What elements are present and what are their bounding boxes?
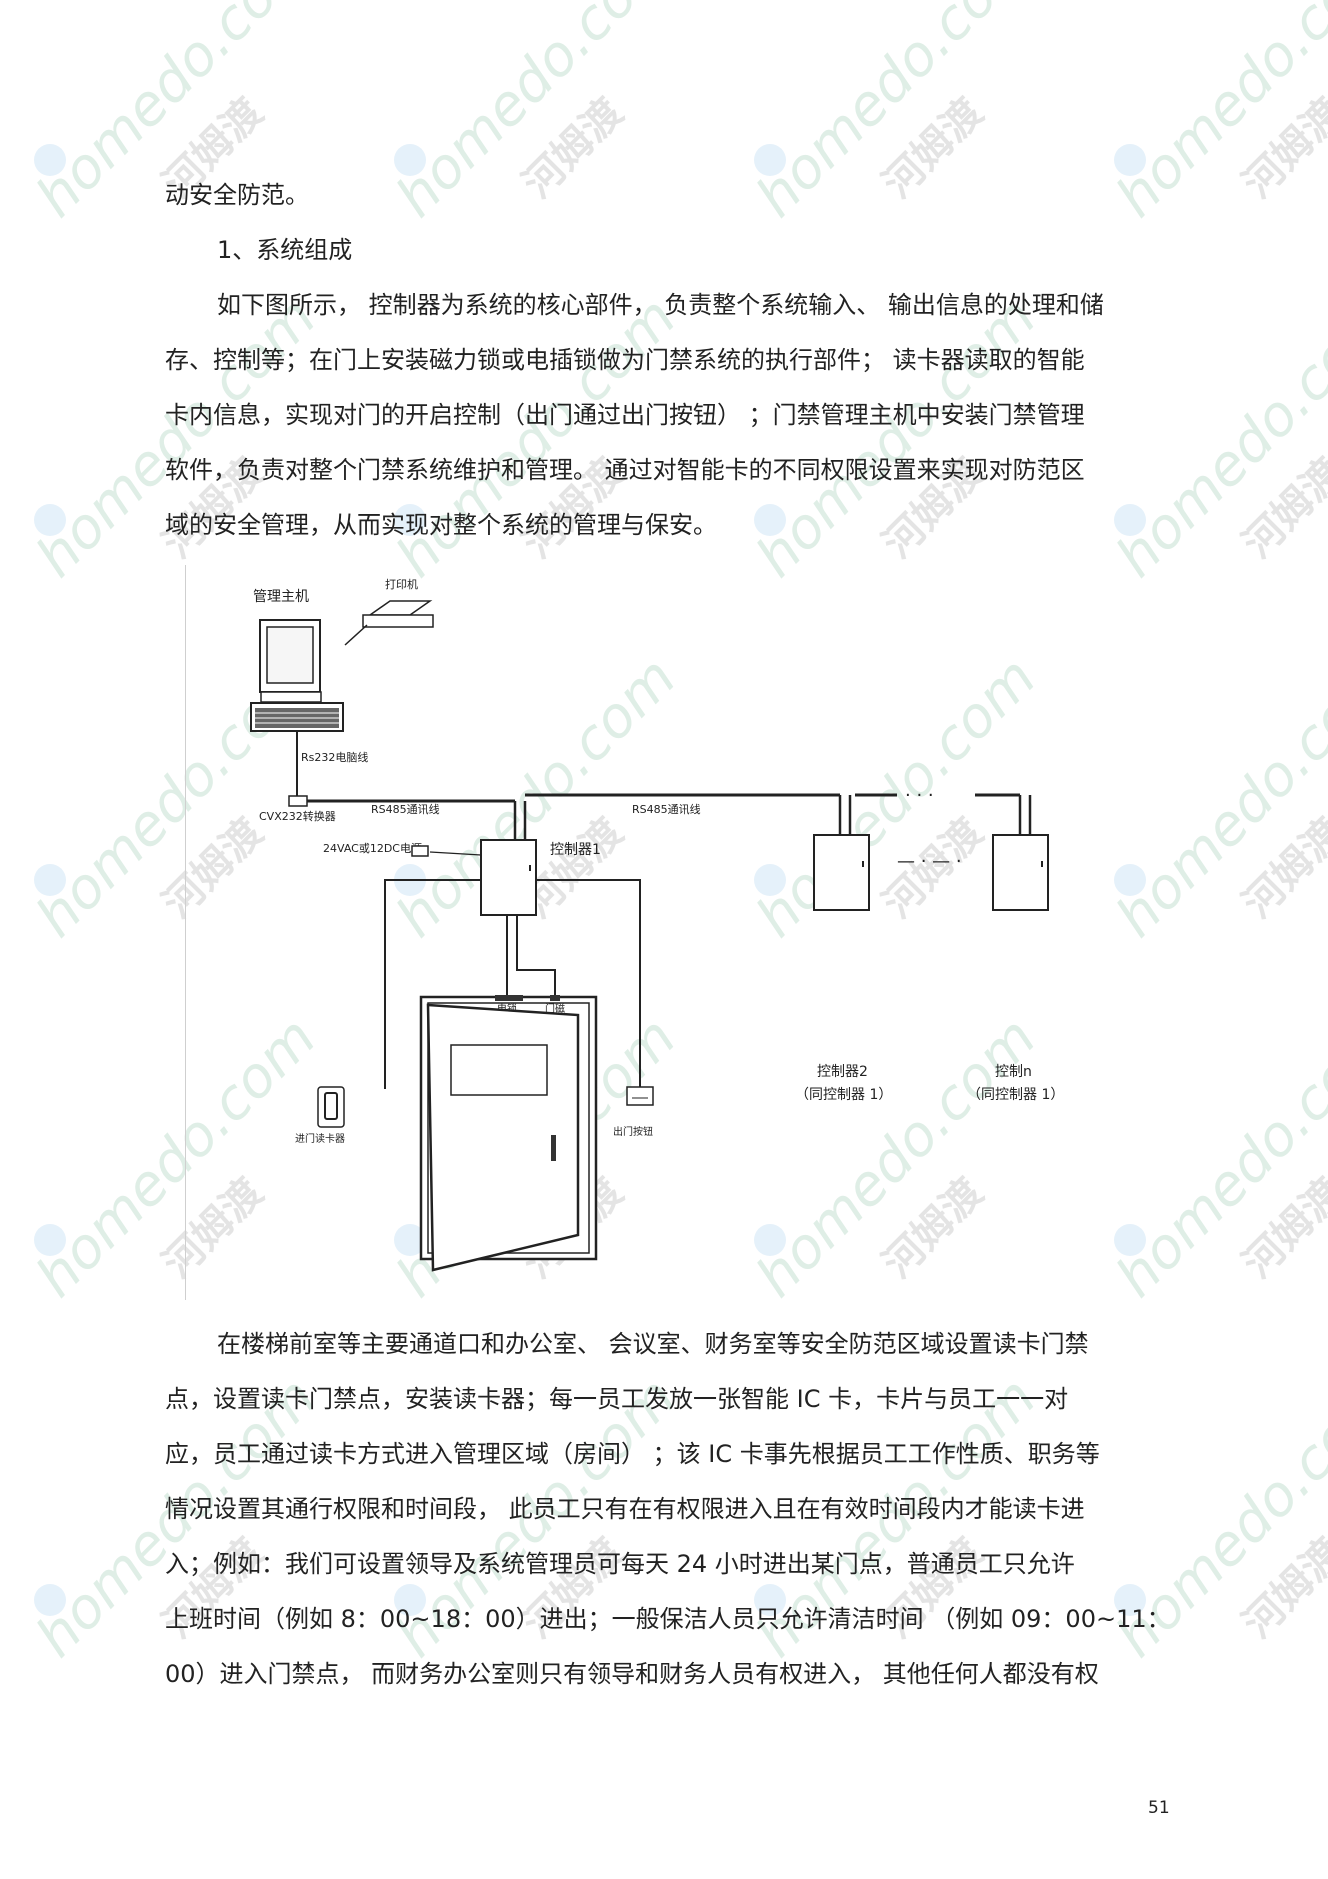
paragraph-line: 入；例如：我们可设置领导及系统管理员可每天 24 小时进出某门点，普通员工只允许: [165, 1550, 1075, 1578]
door-window: [450, 1044, 548, 1096]
paragraph-line: 点，设置读卡门禁点，安装读卡器；每一员工发放一张智能 IC 卡，卡片与员工一一对: [165, 1385, 1069, 1413]
paragraph-line: 存、控制等；在门上安装磁力锁或电插锁做为门禁系统的执行部件； 读卡器读取的智能: [165, 346, 1085, 374]
paragraph-line: 上班时间（例如 8：00~18：00）进出；一般保洁人员只允许清洁时间 （例如 …: [165, 1605, 1171, 1633]
paragraph-line: 00）进入门禁点， 而财务办公室则只有领导和财务人员有权进入， 其他任何人都没有…: [165, 1660, 1099, 1688]
exit-button-label: 出门按钮: [613, 1125, 653, 1138]
door-handle: [551, 1135, 556, 1161]
electric-lock: [495, 995, 523, 1001]
svg-text:· · ·: · · ·: [905, 785, 934, 806]
paragraph-line: 如下图所示， 控制器为系统的核心部件， 负责整个系统输入、 输出信息的处理和储: [217, 291, 1104, 319]
page-number: 51: [1148, 1798, 1170, 1818]
power-box: [411, 845, 429, 857]
controller-1-label: 控制器1: [550, 842, 601, 858]
door-sensor: [550, 995, 560, 1001]
paragraph-line: 应，员工通过读卡方式进入管理区域（房间） ；该 IC 卡事先根据员工工作性质、职…: [165, 1440, 1100, 1468]
printer-label: 打印机: [385, 577, 418, 591]
body-text-bottom: 在楼梯前室等主要通道口和办公室、 会议室、财务室等安全防范区域设置读卡门禁 点，…: [165, 1317, 1171, 1702]
paragraph-line: 域的安全管理，从而实现对整个系统的管理与保安。: [165, 511, 717, 539]
controller-1-box: [480, 839, 537, 916]
controller-2-box: [813, 834, 870, 911]
controller-n-box: [992, 834, 1049, 911]
controller-n-title: 控制n: [995, 1064, 1032, 1080]
paragraph-line: 情况设置其通行权限和时间段， 此员工只有在有权限进入且在有效时间段内才能读卡进: [165, 1495, 1085, 1523]
svg-text:— · — ·: — · — ·: [897, 851, 962, 872]
controller-2-title: 控制器2: [817, 1064, 868, 1080]
converter-box: [288, 795, 308, 807]
host-computer-icon: [250, 619, 344, 732]
access-control-diagram: 管理主机 打印机 Rs232电脑线 CVX232转换器 · · · RS485通…: [185, 565, 1064, 1300]
rs232-label: Rs232电脑线: [301, 750, 368, 764]
rs485-label-b: RS485通讯线: [632, 802, 701, 816]
sensor-label: 门磁: [545, 1002, 565, 1015]
reader-label: 进门读卡器: [295, 1132, 345, 1145]
printer-icon: [344, 600, 434, 646]
rs485-label-a: RS485通讯线: [371, 802, 440, 816]
paragraph-line: 软件，负责对整个门禁系统维护和管理。 通过对智能卡的不同权限设置来实现对防范区: [165, 456, 1085, 484]
exit-button-icon: [626, 1086, 654, 1106]
body-text-top: 动安全防范。 1、系统组成 如下图所示， 控制器为系统的核心部件， 负责整个系统…: [165, 168, 1165, 553]
converter-label: CVX232转换器: [259, 809, 336, 823]
power-label: 24VAC或12DC电源: [323, 841, 422, 855]
controller-2-note: （同控制器 1）: [795, 1087, 892, 1103]
controller-n-note: （同控制器 1）: [967, 1087, 1064, 1103]
host-label: 管理主机: [253, 589, 309, 605]
paragraph-continuation: 动安全防范。: [165, 181, 309, 209]
section-heading: 1、系统组成: [217, 236, 353, 264]
paragraph-line: 卡内信息，实现对门的开启控制（出门通过出门按钮） ；门禁管理主机中安装门禁管理: [165, 401, 1085, 429]
paragraph-line: 在楼梯前室等主要通道口和办公室、 会议室、财务室等安全防范区域设置读卡门禁: [217, 1330, 1089, 1358]
